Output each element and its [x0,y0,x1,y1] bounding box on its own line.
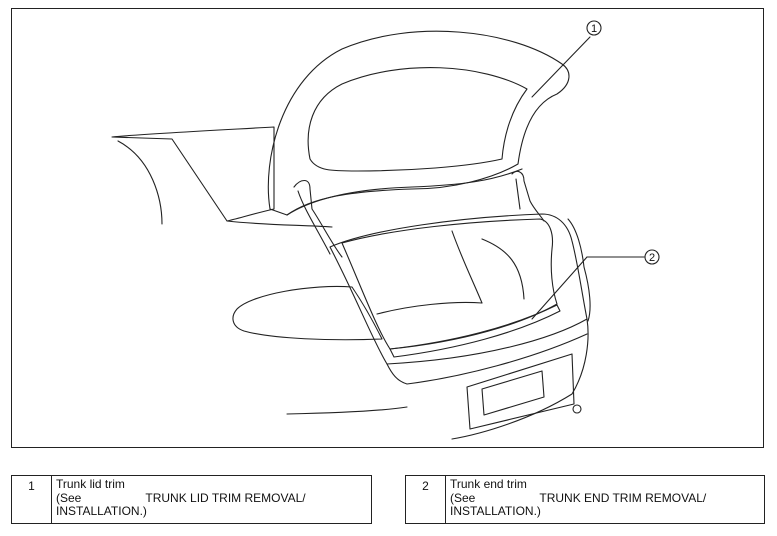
legend-description: Trunk lid trim (See TRUNK LID TRIM REMOVA… [52,476,306,523]
quarter-panel [232,285,383,341]
legend-see-line: (See TRUNK END TRIM REMOVAL/ [450,490,707,506]
hinge-right [511,170,545,222]
hinge-right-inner [515,178,521,210]
rear-body-lower [386,333,588,385]
legend-item-name: Trunk lid trim [56,477,125,491]
trunk-lid-trim [307,67,528,172]
callout-1-label: 1 [591,23,597,35]
legend-reference-cont[interactable]: INSTALLATION.) [450,504,541,518]
callout-2-circle [644,249,660,265]
callout-2-leader [531,256,588,320]
trunk-lid-lip [286,168,523,216]
legend-reference-link[interactable]: TRUNK LID TRIM REMOVAL/ [145,490,306,505]
bumper-reflector [572,404,582,414]
callout-1-circle [586,20,602,36]
legend-reference-cont[interactable]: INSTALLATION.) [56,504,147,518]
license-plate [481,370,545,416]
legend-number: 2 [406,476,446,523]
rear-window-outline [111,126,275,222]
trunk-end-trim [389,304,561,358]
trunk-opening-inner [341,218,558,350]
legend-row-2: 2 Trunk end trim (See TRUNK END TRIM REMO… [405,475,765,524]
sill-line [286,406,408,415]
rear-door-line [117,140,163,225]
rear-lamp [567,218,591,322]
trunk-opening-outer [329,213,588,365]
legend-description: Trunk end trim (See TRUNK END TRIM REMOVA… [446,476,706,523]
legend-number: 1 [12,476,52,523]
hinge-left [293,179,343,258]
trunk-lid-outer [267,30,570,216]
body-shoulder-line [226,220,333,228]
car-rear-trunk-illustration: 1 2 [111,20,660,440]
callout-2-label: 2 [649,252,655,264]
legend-row-1: 1 Trunk lid trim (See TRUNK LID TRIM REMO… [11,475,372,524]
hinge-left-inner [297,190,331,255]
trunk-floor-left [376,301,483,315]
trunk-rear-wall [481,238,525,300]
license-plate-recess [466,353,575,430]
legend-item-name: Trunk end trim [450,477,527,491]
rear-bumper [451,318,589,440]
legend-see-prefix: (See [450,490,476,505]
legend-reference-link[interactable]: TRUNK END TRIM REMOVAL/ [539,490,707,505]
legend-see-line: (See TRUNK LID TRIM REMOVAL/ [56,490,306,506]
legend-see-prefix: (See [56,490,82,505]
trunk-side-wall [451,230,483,304]
callout-1-leader [531,36,591,98]
diagram-frame: 1 2 [11,8,764,448]
